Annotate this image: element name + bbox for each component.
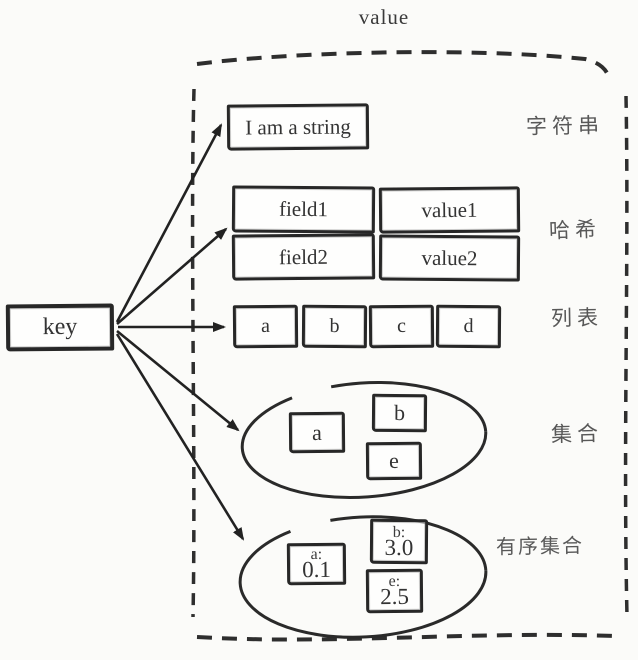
value-title: value <box>358 5 410 29</box>
arrow-key-to-sorted-set <box>115 333 245 541</box>
zset-member-b: b: 3.0 <box>369 518 429 565</box>
key-box: key <box>5 303 115 352</box>
label-set-type: 集合 <box>550 421 604 447</box>
set-member-b: b <box>371 393 428 433</box>
dashed-border-right <box>623 95 629 617</box>
string-value-box: I am a string <box>226 103 370 151</box>
arrow-key-to-set <box>116 329 240 432</box>
set-member-text: a <box>311 419 322 445</box>
list-item-text: d <box>463 314 474 338</box>
set-oval <box>240 381 488 499</box>
hash-value2-text: value2 <box>421 245 478 270</box>
hash-cell-field1: field1 <box>231 185 376 234</box>
label-sorted-set-type: 有序集合 <box>495 535 585 559</box>
list-item-text: a <box>260 314 271 338</box>
sorted-set-oval <box>238 515 488 639</box>
arrow-key-to-string <box>115 123 223 323</box>
hash-field1-text: field1 <box>278 196 329 222</box>
set-member-e: e <box>365 441 423 481</box>
zset-member-score: 3.0 <box>384 534 414 560</box>
list-cell-d: d <box>435 304 502 349</box>
hash-cell-value1: value1 <box>378 186 521 234</box>
value-region-dashed-border <box>190 50 629 642</box>
list-item-text: b <box>329 314 340 338</box>
zset-member-e: e: 2.5 <box>365 568 424 614</box>
label-list-type: 列表 <box>550 305 604 331</box>
hash-cell-value2: value2 <box>378 234 521 282</box>
list-item-text: c <box>396 314 407 338</box>
label-string-type: 字符串 <box>525 113 605 139</box>
dashed-border-left <box>190 88 196 618</box>
hash-cell-field2: field2 <box>231 233 376 281</box>
zset-member-a: a: 0.1 <box>286 542 347 586</box>
set-member-text: b <box>393 399 406 426</box>
hash-field2-text: field2 <box>278 244 329 269</box>
list-cell-c: c <box>368 304 435 349</box>
dashed-border-top <box>196 50 610 76</box>
set-member-a: a <box>288 411 346 454</box>
list-cell-b: b <box>301 304 368 349</box>
list-cell-a: a <box>232 304 299 349</box>
hash-value1-text: value1 <box>421 197 478 222</box>
set-member-text: e <box>388 447 399 474</box>
dashed-border-bottom <box>196 632 615 642</box>
label-hash-type: 哈希 <box>548 217 602 243</box>
string-value-text: I am a string <box>245 114 351 139</box>
zset-member-score: 2.5 <box>380 583 410 610</box>
zset-member-score: 0.1 <box>302 556 332 583</box>
arrow-key-to-hash <box>116 227 228 325</box>
key-label: key <box>42 313 78 341</box>
